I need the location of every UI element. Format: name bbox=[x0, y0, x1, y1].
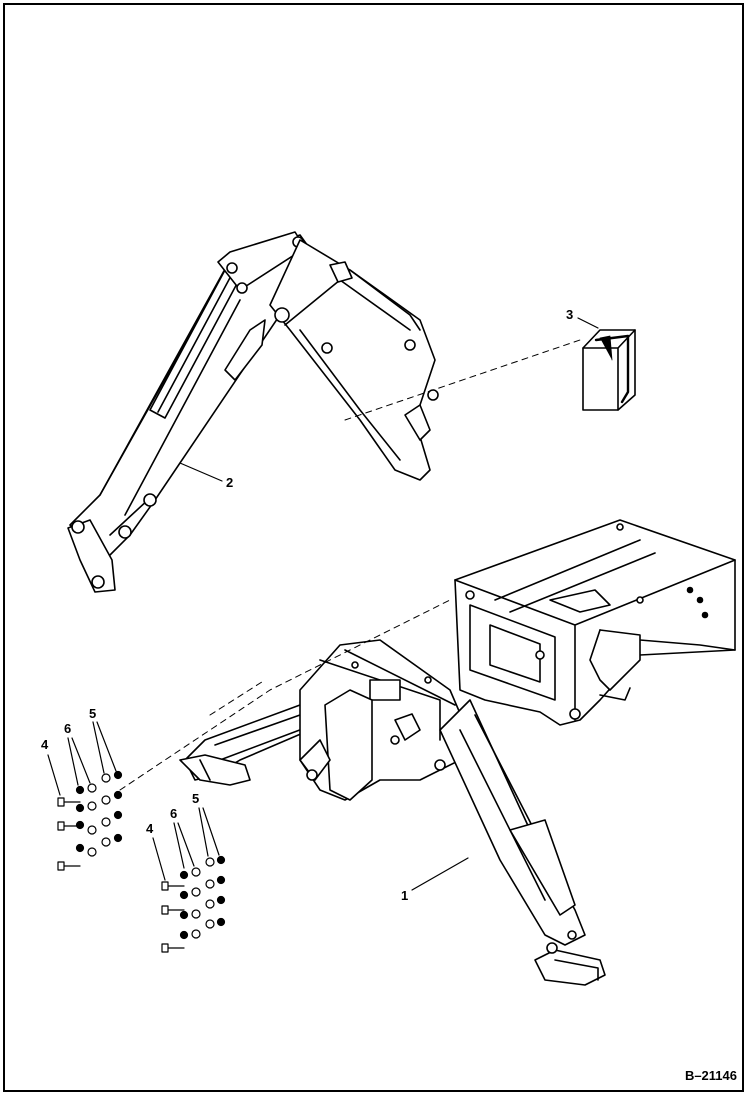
hardware-group-upper bbox=[47, 721, 123, 871]
stabilizer-assembly-part-1 bbox=[179, 639, 606, 986]
callout-6-lower: 6 bbox=[170, 806, 178, 821]
callout-4-lower: 4 bbox=[146, 821, 154, 836]
callout-6-upper: 6 bbox=[64, 721, 72, 736]
mounting-frame bbox=[454, 519, 736, 726]
callout-4-upper: 4 bbox=[41, 737, 49, 752]
callout-2: 2 bbox=[226, 475, 234, 490]
alignment-dashed-lines bbox=[119, 339, 581, 791]
hardware-group-lower bbox=[152, 807, 226, 953]
callout-3: 3 bbox=[566, 307, 574, 322]
decal-packet-part-3 bbox=[582, 329, 636, 411]
boom-arm-part-2 bbox=[67, 231, 439, 593]
callout-1: 1 bbox=[401, 888, 409, 903]
figure-number: B–21146 bbox=[684, 1068, 737, 1083]
callout-5-lower: 5 bbox=[192, 791, 200, 806]
callout-leaders bbox=[179, 317, 599, 891]
callout-5-upper: 5 bbox=[89, 706, 97, 721]
